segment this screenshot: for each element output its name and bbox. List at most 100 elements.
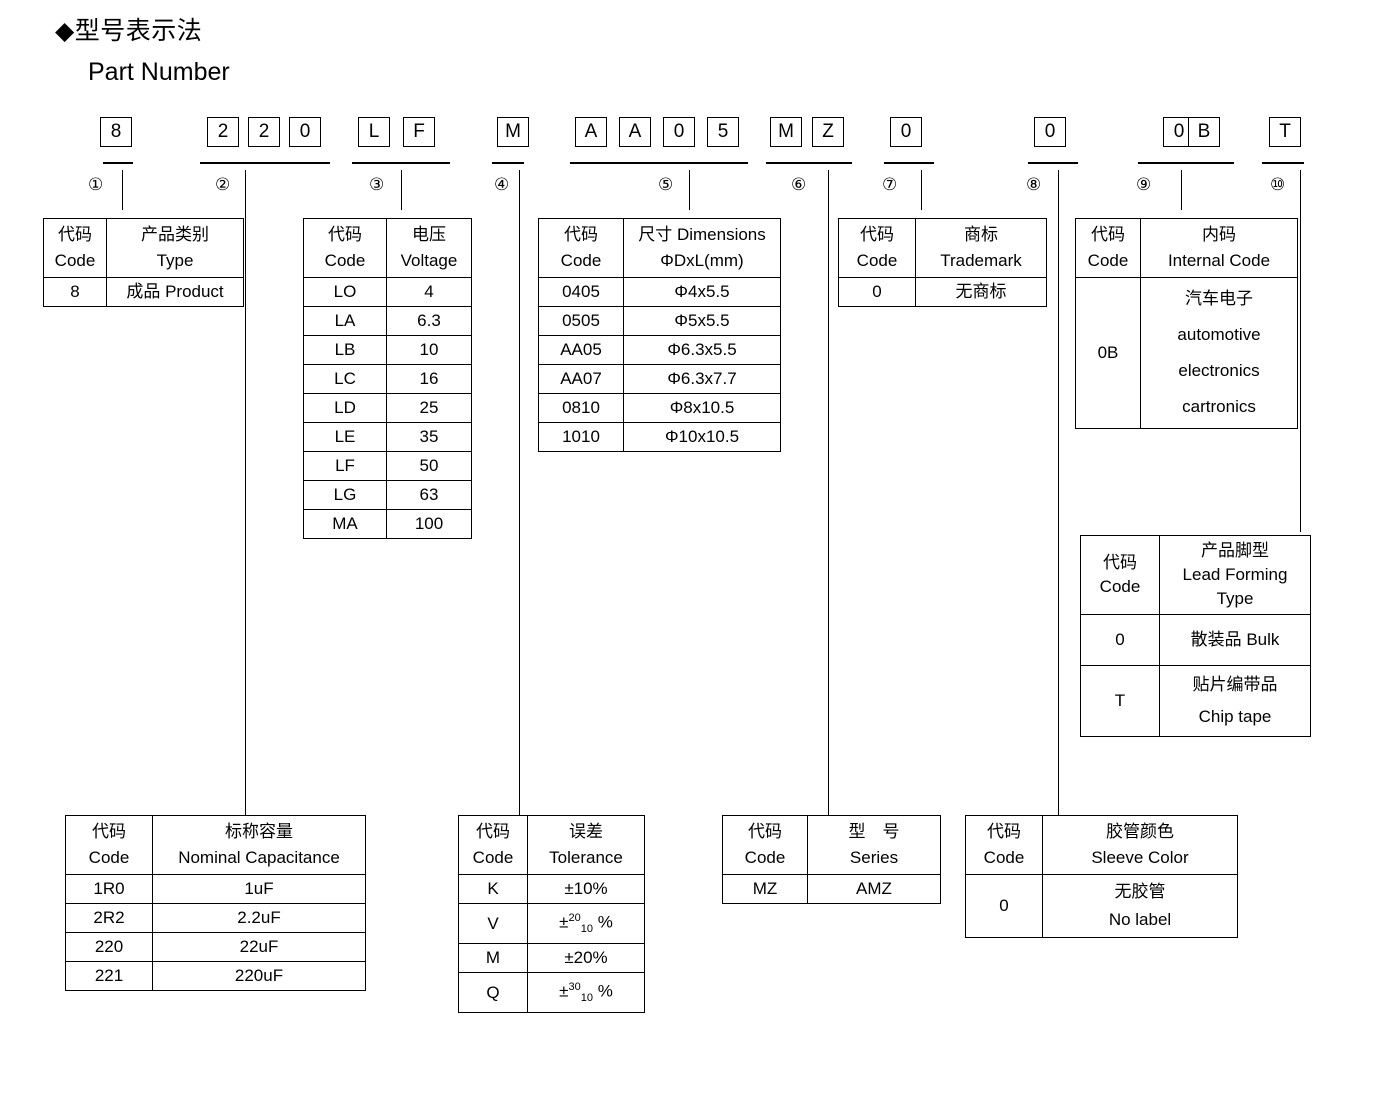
group-bar-10 [1262, 162, 1304, 164]
code-box-5-2: A [619, 117, 651, 147]
group-bar-2 [200, 162, 330, 164]
marker-3: ③ [369, 175, 385, 194]
cell-value: 10 [386, 335, 472, 365]
table-row-header: 代码 Code 标称容量 Nominal Capacitance [65, 815, 366, 875]
cell-value: Φ6.3x7.7 [623, 364, 781, 394]
group-bar-4 [492, 162, 524, 164]
leader-line-10 [1300, 170, 1301, 532]
table-sleeve-color: 代码 Code 胶管颜色 Sleeve Color 0 无胶管 No label [965, 815, 1238, 938]
header-dimensions: 尺寸 Dimensions ΦDxL(mm) [623, 218, 781, 278]
diamond-bullet-icon: ◆ [55, 17, 75, 45]
leader-line-1 [122, 170, 123, 210]
cell-code: V [458, 902, 528, 945]
code-box-5-4: 5 [707, 117, 739, 147]
group-bar-6 [766, 162, 852, 164]
code-box-6-1: M [770, 117, 802, 147]
code-box-6-2: Z [812, 117, 844, 147]
cell-value: 25 [386, 393, 472, 423]
header-code: 代码 Code [722, 815, 808, 875]
table-trademark: 代码 Code 商标 Trademark 0 无商标 [838, 218, 1047, 307]
header-voltage: 电压 Voltage [386, 218, 472, 278]
cell-code: LB [303, 335, 387, 365]
group-bar-9 [1138, 162, 1234, 164]
marker-4: ④ [494, 175, 510, 194]
header-lead-forming: 产品脚型 Lead Forming Type [1159, 535, 1311, 615]
header-code: 代码 Code [65, 815, 153, 875]
marker-1: ① [88, 175, 104, 194]
cell-code: 0 [1080, 614, 1160, 666]
header-code: 代码 Code [538, 218, 624, 278]
page-title: ◆型号表示法 [55, 16, 202, 46]
code-box-2-1: 2 [207, 117, 239, 147]
table-tolerance: 代码 Code 误差 Tolerance K ±10% V ±2010 % M … [458, 815, 645, 1014]
cell-code: LG [303, 480, 387, 510]
cell-code: 220 [65, 932, 153, 962]
marker-5: ⑤ [658, 175, 674, 194]
code-box-2-2: 2 [248, 117, 280, 147]
table-row-header: 代码 Code 胶管颜色 Sleeve Color [965, 815, 1238, 875]
cell-code: LF [303, 451, 387, 481]
cell-code: K [458, 874, 528, 904]
cell-code: LD [303, 393, 387, 423]
cell-value: 汽车电子 automotive electronics cartronics [1140, 277, 1298, 429]
header-series: 型 号 Series [807, 815, 941, 875]
cell-code: LE [303, 422, 387, 452]
cell-value: ±2010 % [527, 902, 645, 945]
marker-7: ⑦ [882, 175, 898, 194]
code-box-4-1: M [497, 117, 529, 147]
cell-value: 2.2uF [152, 903, 366, 933]
cell-code: MA [303, 509, 387, 539]
cell-value: ±10% [527, 874, 645, 904]
header-internal-code: 内码 Internal Code [1140, 218, 1298, 278]
cell-code: 0B [1075, 277, 1141, 429]
code-box-5-3: 0 [663, 117, 695, 147]
header-type: 产品类别 Type [106, 218, 244, 278]
cell-code: Q [458, 972, 528, 1014]
table-row-header: 代码 Code 误差 Tolerance [458, 815, 645, 875]
table-row: 0B 汽车电子 automotive electronics cartronic… [1075, 277, 1298, 429]
cell-value: AMZ [807, 874, 941, 904]
cell-value: 无胶管 No label [1042, 874, 1238, 938]
header-code: 代码 Code [43, 218, 107, 278]
table-row: V ±2010 % [458, 902, 645, 945]
cell-code: LO [303, 277, 387, 307]
cell-value: 1uF [152, 874, 366, 904]
table-row: T 贴片编带品 Chip tape [1080, 665, 1311, 737]
cell-code: 1R0 [65, 874, 153, 904]
header-code: 代码 Code [1080, 535, 1160, 615]
cell-code: 0505 [538, 306, 624, 336]
marker-6: ⑥ [791, 175, 807, 194]
cell-value: ±20% [527, 943, 645, 974]
cell-value: 6.3 [386, 306, 472, 336]
group-bar-5 [570, 162, 748, 164]
cell-code: LA [303, 306, 387, 336]
cell-value: 成品 Product [106, 277, 244, 307]
header-capacitance: 标称容量 Nominal Capacitance [152, 815, 366, 875]
cell-value: Φ6.3x5.5 [623, 335, 781, 365]
leader-line-6 [828, 170, 829, 818]
leader-line-8 [1058, 170, 1059, 818]
table-row-header: 代码 Code 电压 Voltage [303, 218, 472, 278]
cell-value: 无商标 [915, 277, 1047, 307]
code-box-3-2: F [403, 117, 435, 147]
table-row-header: 代码 Code 内码 Internal Code [1075, 218, 1298, 278]
code-box-8-1: 0 [1034, 117, 1066, 147]
cell-value: 22uF [152, 932, 366, 962]
cell-code: 0 [965, 874, 1043, 938]
